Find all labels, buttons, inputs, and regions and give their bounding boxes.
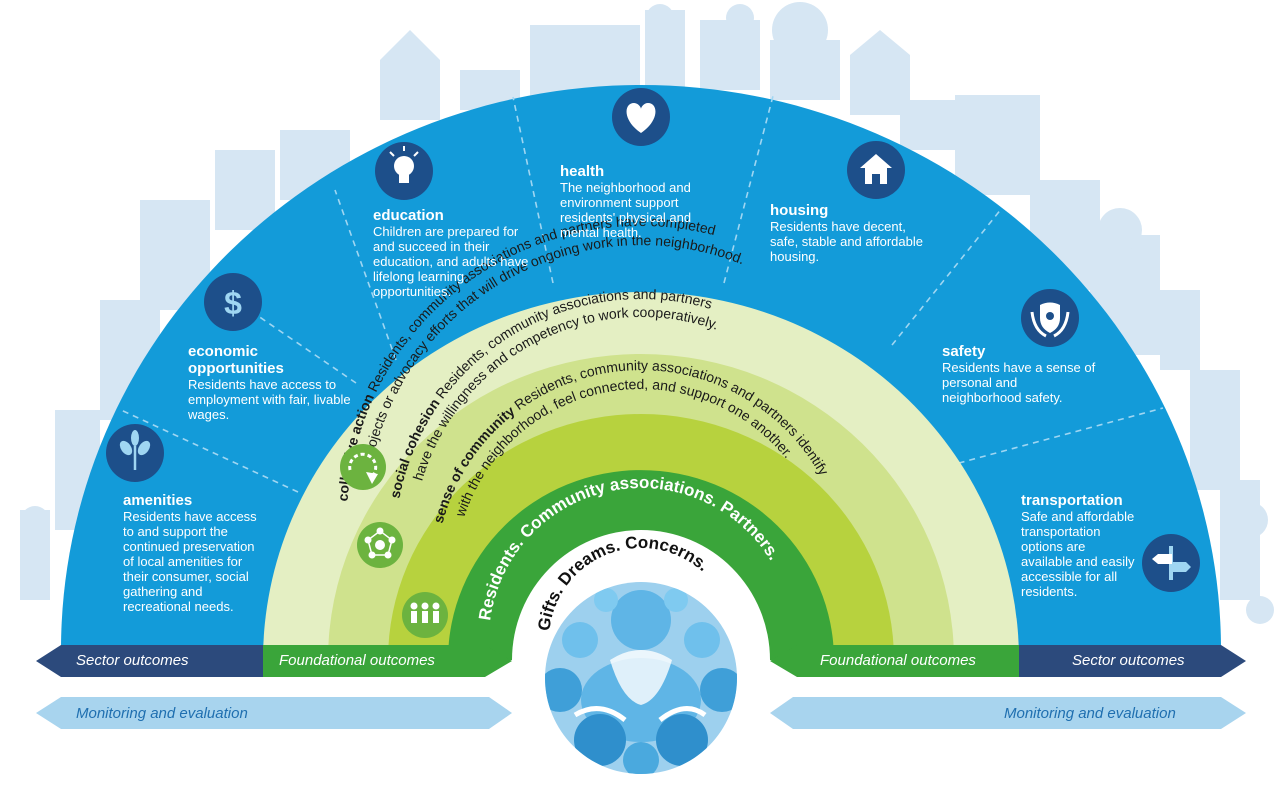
outcome-bars bbox=[36, 645, 1246, 697]
sector-health: health The neighborhood and environment … bbox=[560, 163, 720, 240]
sector-transportation: transportation Safe and affordable trans… bbox=[1021, 492, 1139, 599]
sector-desc: Children are prepared for and succeed in… bbox=[373, 224, 529, 299]
tree-icon bbox=[106, 424, 164, 482]
sector-desc: Residents have access to employment with… bbox=[188, 377, 351, 422]
dollar-icon: $ bbox=[204, 273, 262, 331]
sector-desc: The neighborhood and environment support… bbox=[560, 180, 692, 240]
sector-education: education Children are prepared for and … bbox=[373, 207, 538, 299]
signpost-icon bbox=[1142, 534, 1200, 592]
sector-title: health bbox=[560, 163, 605, 180]
sector-housing: housing Residents have decent, safe, sta… bbox=[770, 202, 935, 264]
sector-desc: Residents have access to and support the… bbox=[123, 509, 257, 614]
collective-action-icon bbox=[340, 444, 386, 490]
community-people-illustration bbox=[541, 578, 741, 778]
sector-dividers bbox=[120, 95, 1164, 493]
heart-icon bbox=[612, 88, 670, 146]
sense-of-community-icon bbox=[402, 592, 448, 638]
foundational-outcomes-left-label: Foundational outcomes bbox=[279, 652, 435, 669]
sector-desc: Safe and affordable transportation optio… bbox=[1021, 509, 1135, 599]
skyline-background bbox=[20, 2, 1274, 624]
sector-economic-opportunities: economic opportunities Residents have ac… bbox=[188, 343, 363, 422]
lightbulb-icon bbox=[375, 142, 433, 200]
monitoring-evaluation-right-label: Monitoring and evaluation bbox=[1004, 705, 1176, 722]
sector-title: housing bbox=[770, 202, 829, 219]
social-cohesion-icon bbox=[357, 522, 403, 568]
sector-outcomes-left-label: Sector outcomes bbox=[76, 652, 189, 669]
sector-amenities: amenities Residents have access to and s… bbox=[123, 492, 263, 614]
sector-title: amenities bbox=[123, 492, 193, 509]
sector-desc: Residents have decent, safe, stable and … bbox=[770, 219, 923, 264]
monitoring-bars bbox=[36, 697, 1246, 729]
foundational-outcomes-right-label: Foundational outcomes bbox=[820, 652, 976, 669]
sector-title: education bbox=[373, 207, 444, 224]
sector-title: safety bbox=[942, 343, 986, 360]
house-icon bbox=[847, 141, 905, 199]
monitoring-evaluation-left-label: Monitoring and evaluation bbox=[76, 705, 248, 722]
sector-title: transportation bbox=[1021, 492, 1123, 509]
sector-title: economic opportunities bbox=[188, 343, 284, 377]
sector-desc: Residents have a sense of personal and n… bbox=[942, 360, 1096, 405]
shield-hands-icon bbox=[1021, 289, 1079, 347]
sector-safety: safety Residents have a sense of persona… bbox=[942, 343, 1097, 405]
sector-outcomes-right-label: Sector outcomes bbox=[1072, 652, 1185, 669]
svg-text:$: $ bbox=[224, 285, 242, 321]
